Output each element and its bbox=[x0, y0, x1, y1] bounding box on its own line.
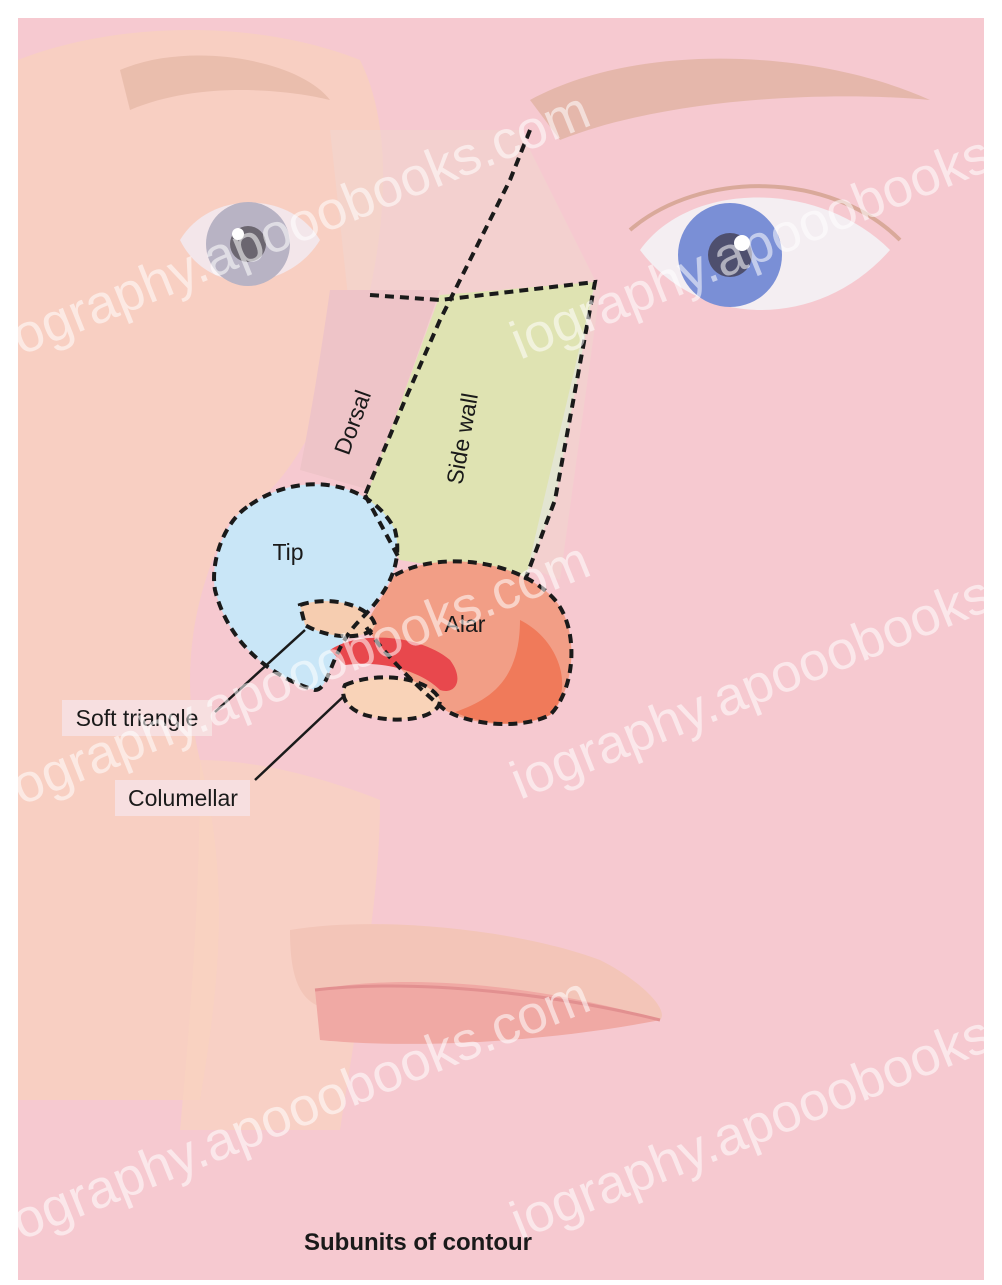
columellar-label: Columellar bbox=[128, 785, 238, 811]
figure-caption: Subunits of contour bbox=[304, 1229, 532, 1256]
tip-label: Tip bbox=[272, 539, 303, 565]
